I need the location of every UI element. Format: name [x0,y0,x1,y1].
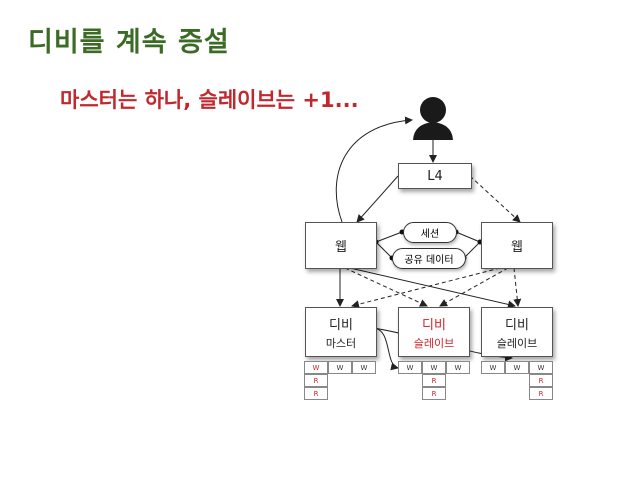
slave-new-cell-r2: R [422,387,446,400]
db-slave-line2: 슬레이브 [496,336,538,350]
master-cell-w1: W [304,361,328,374]
slave-new-cell-w2: W [422,361,446,374]
master-cell-r1: R [304,374,328,387]
slave-cell-w1: W [481,361,505,374]
slave-new-cell-w3: W [446,361,470,374]
web-right-label: 웹 [511,240,523,255]
db-slave-new-node: 디비 슬레이브 [398,307,470,357]
session-label: 세션 [420,229,440,240]
db-slave-node: 디비 슬레이브 [481,307,553,357]
shared-data-node: 공유 데이터 [392,248,466,269]
slave-new-cell-r1: R [422,374,446,387]
db-master-node: 디비 마스터 [305,307,377,357]
db-slave-new-line1: 디비 [422,317,446,333]
user-silhouette-icon [413,97,453,140]
page-title: 디비를 계속 증설 [28,27,230,58]
slave-cell-w2: W [505,361,529,374]
db-slave-line1: 디비 [505,317,529,333]
db-master-line1: 디비 [329,317,353,333]
master-cell-w3: W [352,361,376,374]
slave-new-cell-w1: W [398,361,422,374]
l4-node: L4 [398,163,472,189]
web-left-node: 웹 [305,222,377,269]
l4-label: L4 [427,168,443,184]
shared-data-label: 공유 데이터 [404,255,454,266]
db-slave-new-line2: 슬레이브 [413,336,455,350]
slave-cell-w3: W [529,361,553,374]
session-node: 세션 [403,222,457,243]
db-master-line2: 마스터 [325,336,357,350]
master-cell-w2: W [328,361,352,374]
master-cell-r2: R [304,387,328,400]
web-right-node: 웹 [481,222,553,269]
slave-cell-r2: R [529,387,553,400]
page-subtitle: 마스터는 하나, 슬레이브는 +1... [60,88,359,112]
slave-cell-r1: R [529,374,553,387]
web-left-label: 웹 [335,240,347,255]
